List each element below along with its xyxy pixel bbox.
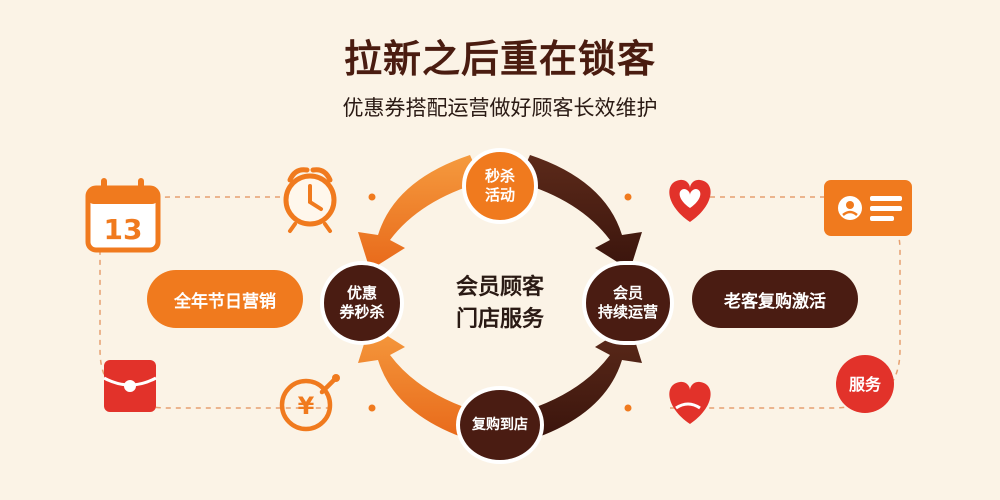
node-flash-sale: 秒杀 活动 xyxy=(462,148,538,224)
heart-hand-icon xyxy=(669,381,711,424)
center-label: 会员顾客 门店服务 xyxy=(455,275,544,332)
calendar-number: 13 xyxy=(104,213,143,246)
arrow-bottom-left xyxy=(358,325,482,440)
yen-coupon-icon: ¥ xyxy=(279,374,340,432)
page-subtitle: 优惠券搭配运营做好顾客长效维护 xyxy=(342,96,658,120)
arrow-bottom-right xyxy=(518,325,642,440)
arrow-top-right xyxy=(518,155,642,270)
connector-dots xyxy=(368,193,632,412)
node-coupon-flash-sale: 优惠 券秒杀 xyxy=(320,261,404,345)
page-title: 拉新之后重在锁客 xyxy=(343,37,656,81)
arrow-top-left xyxy=(358,155,482,270)
yen-symbol: ¥ xyxy=(298,392,315,420)
calendar-icon: 13 xyxy=(85,178,161,253)
member-card-icon xyxy=(824,180,912,236)
red-envelope-icon xyxy=(103,360,157,412)
heart-icon xyxy=(669,179,711,222)
pill-reactivate-customers: 老客复购激活 xyxy=(692,270,858,328)
service-badge: 服务 xyxy=(836,355,894,413)
node-return-visit: 复购到店 xyxy=(456,386,544,464)
node-member-operation: 会员 持续运营 xyxy=(582,261,674,345)
pill-holiday-marketing: 全年节日营销 xyxy=(147,270,303,328)
alarm-clock-icon xyxy=(283,167,337,233)
